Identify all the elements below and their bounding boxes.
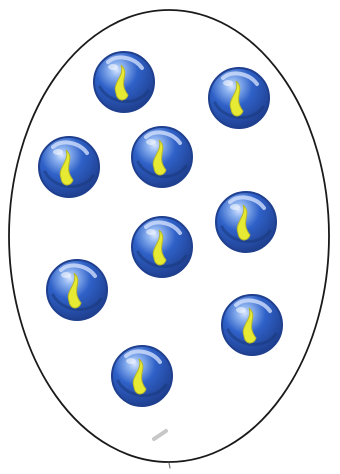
marble-2 [209,68,269,128]
bottom-dot [169,463,170,468]
marble-4 [132,127,192,187]
marble-9 [112,346,172,406]
marble-6 [132,217,192,277]
marble-1 [94,52,154,112]
marble-7 [47,260,107,320]
marble-8 [222,295,282,355]
marble-3 [39,137,99,197]
marble-5 [216,192,276,252]
